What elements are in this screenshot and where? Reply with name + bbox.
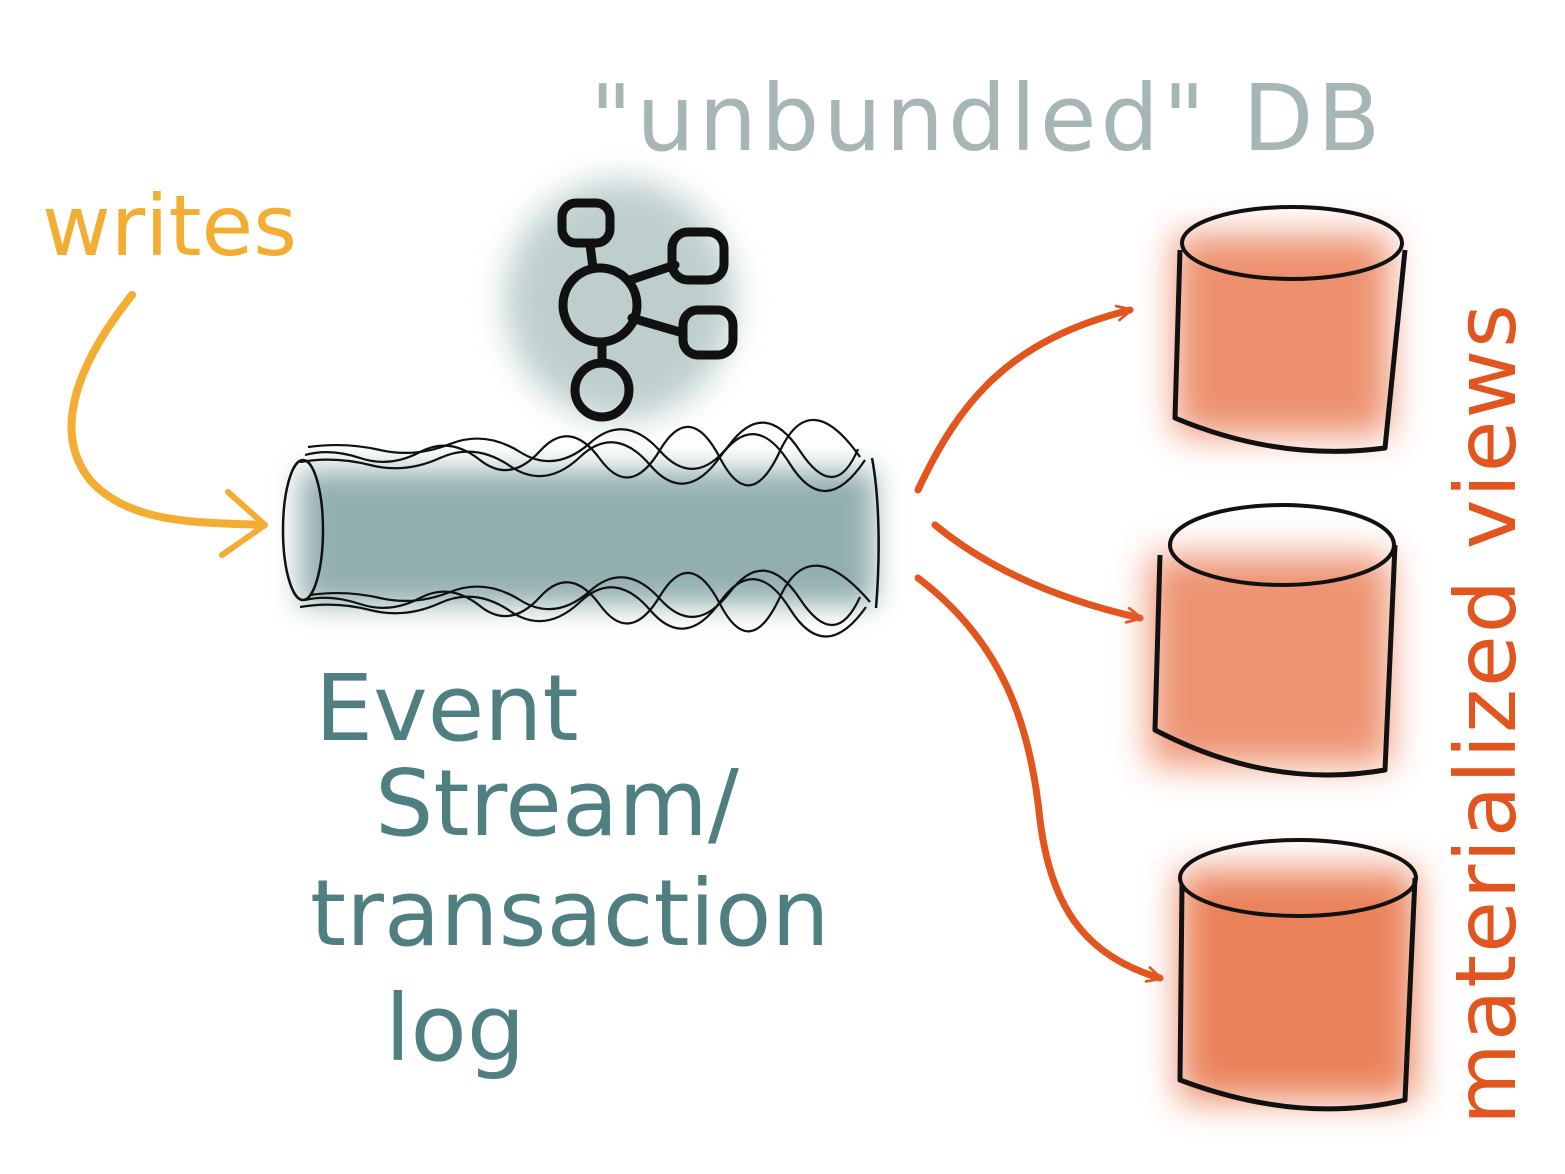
diagram-title: "unbundled" DB bbox=[590, 65, 1384, 172]
writes-arrowhead bbox=[219, 489, 268, 558]
arrow-to-view-1 bbox=[914, 310, 1130, 494]
database-cylinder-icon bbox=[1150, 503, 1398, 778]
views-label: materialized views bbox=[1437, 302, 1535, 1125]
network-graph-icon bbox=[505, 180, 738, 422]
log-label-line-2: Stream/ bbox=[375, 750, 739, 857]
writes-label: writes bbox=[42, 177, 297, 275]
log-label-line-3: transaction bbox=[310, 860, 830, 967]
arrow-to-view-2 bbox=[931, 521, 1140, 618]
cylinder-log-icon bbox=[281, 418, 880, 638]
log-label-line-1: Event bbox=[315, 655, 579, 762]
database-cylinder-icon bbox=[1177, 838, 1418, 1112]
database-cylinder-icon bbox=[1172, 205, 1408, 454]
arrow-to-view-3 bbox=[914, 574, 1160, 978]
log-label-line-4: log bbox=[385, 975, 525, 1082]
writes-arrow bbox=[67, 291, 266, 529]
